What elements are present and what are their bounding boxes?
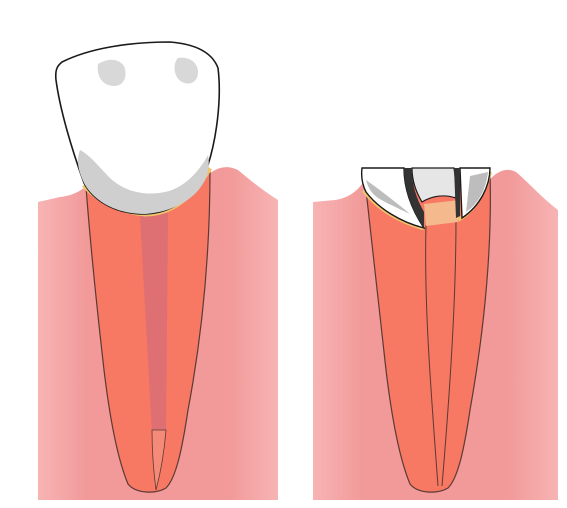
left-panel-tooth-with-crown	[38, 42, 278, 500]
right-panel-tooth-crown-removed	[313, 168, 558, 500]
right-crown-fragment-center	[412, 168, 456, 202]
right-core	[424, 200, 460, 226]
